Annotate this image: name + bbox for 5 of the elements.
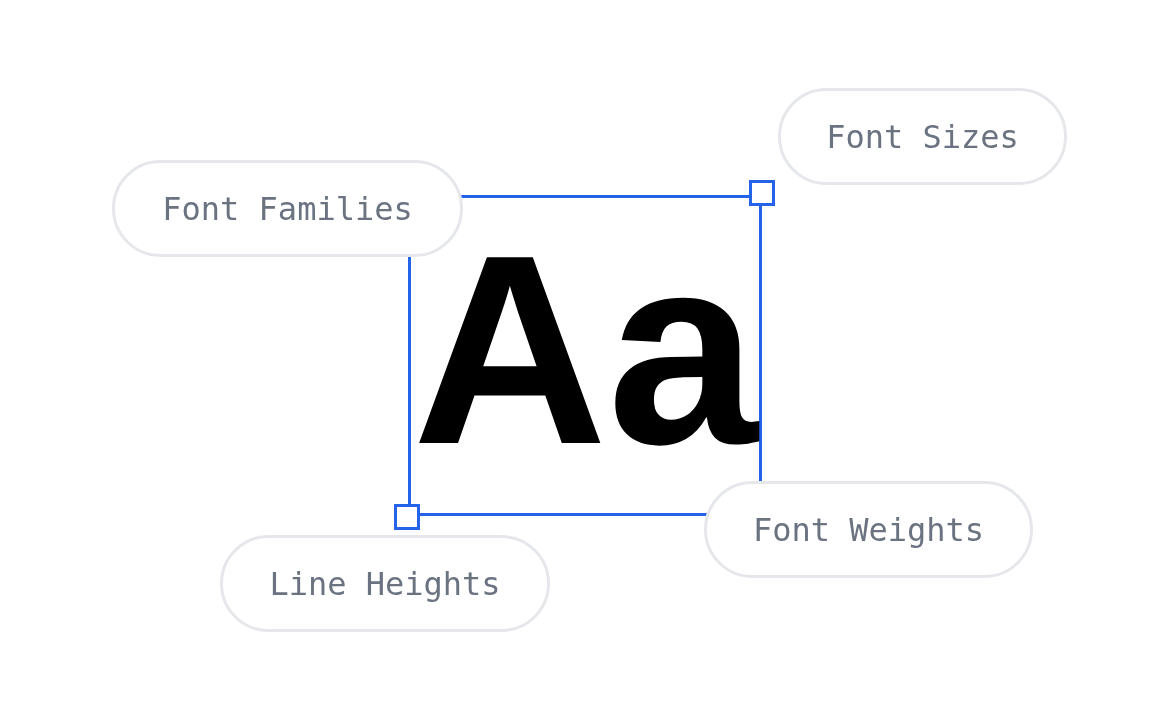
pill-label: Font Families: [162, 189, 413, 228]
pill-label: Font Sizes: [826, 117, 1019, 156]
pill-label: Font Weights: [752, 510, 985, 549]
pill-label: Line Heights: [269, 564, 501, 603]
sample-glyphs: Aa: [411, 214, 761, 485]
